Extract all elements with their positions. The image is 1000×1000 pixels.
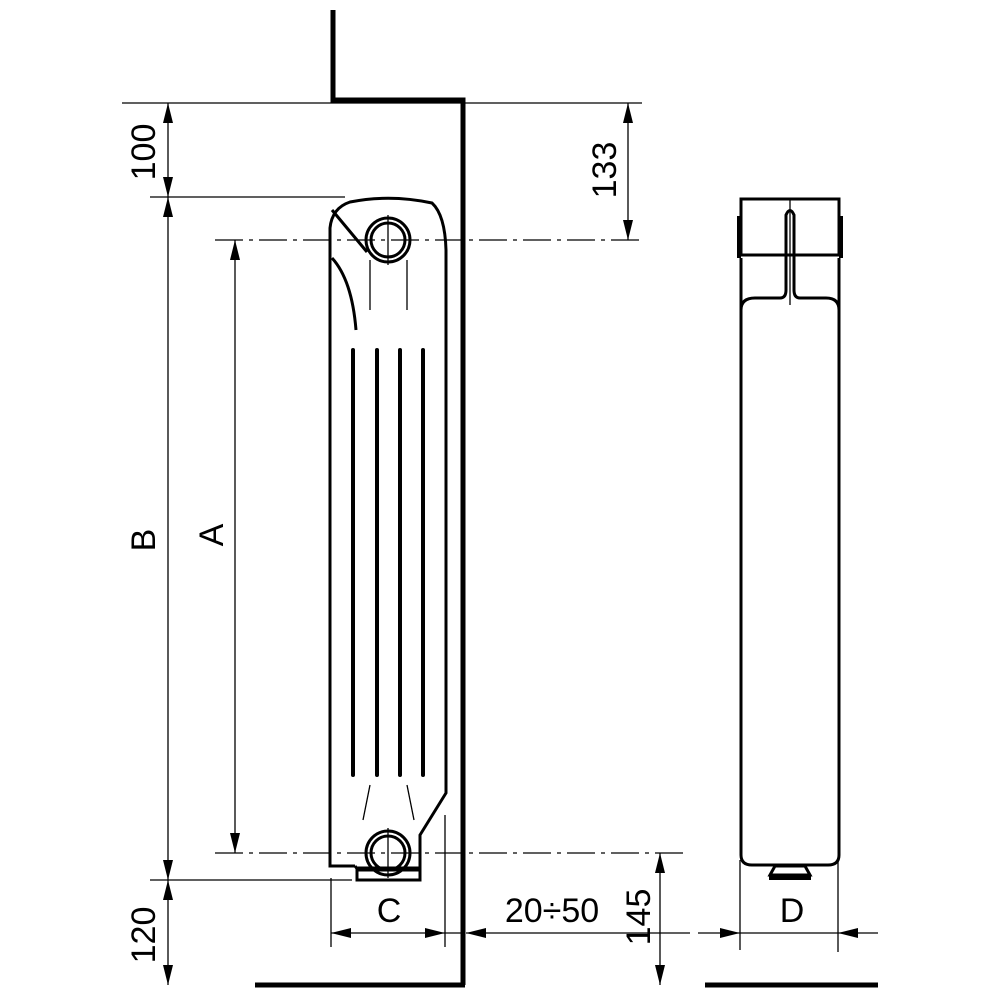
- label-145: 145: [620, 889, 658, 946]
- label-D: D: [780, 892, 805, 930]
- label-B: B: [125, 529, 163, 552]
- label-120: 120: [125, 907, 163, 964]
- radiator-side-view: [737, 197, 843, 880]
- wall-outline: [330, 10, 466, 985]
- label-20-50: 20÷50: [505, 892, 599, 930]
- radiator-front-view: [328, 196, 448, 882]
- label-100: 100: [125, 124, 163, 181]
- label-133: 133: [586, 142, 624, 199]
- label-A: A: [193, 523, 231, 546]
- label-C: C: [377, 892, 402, 930]
